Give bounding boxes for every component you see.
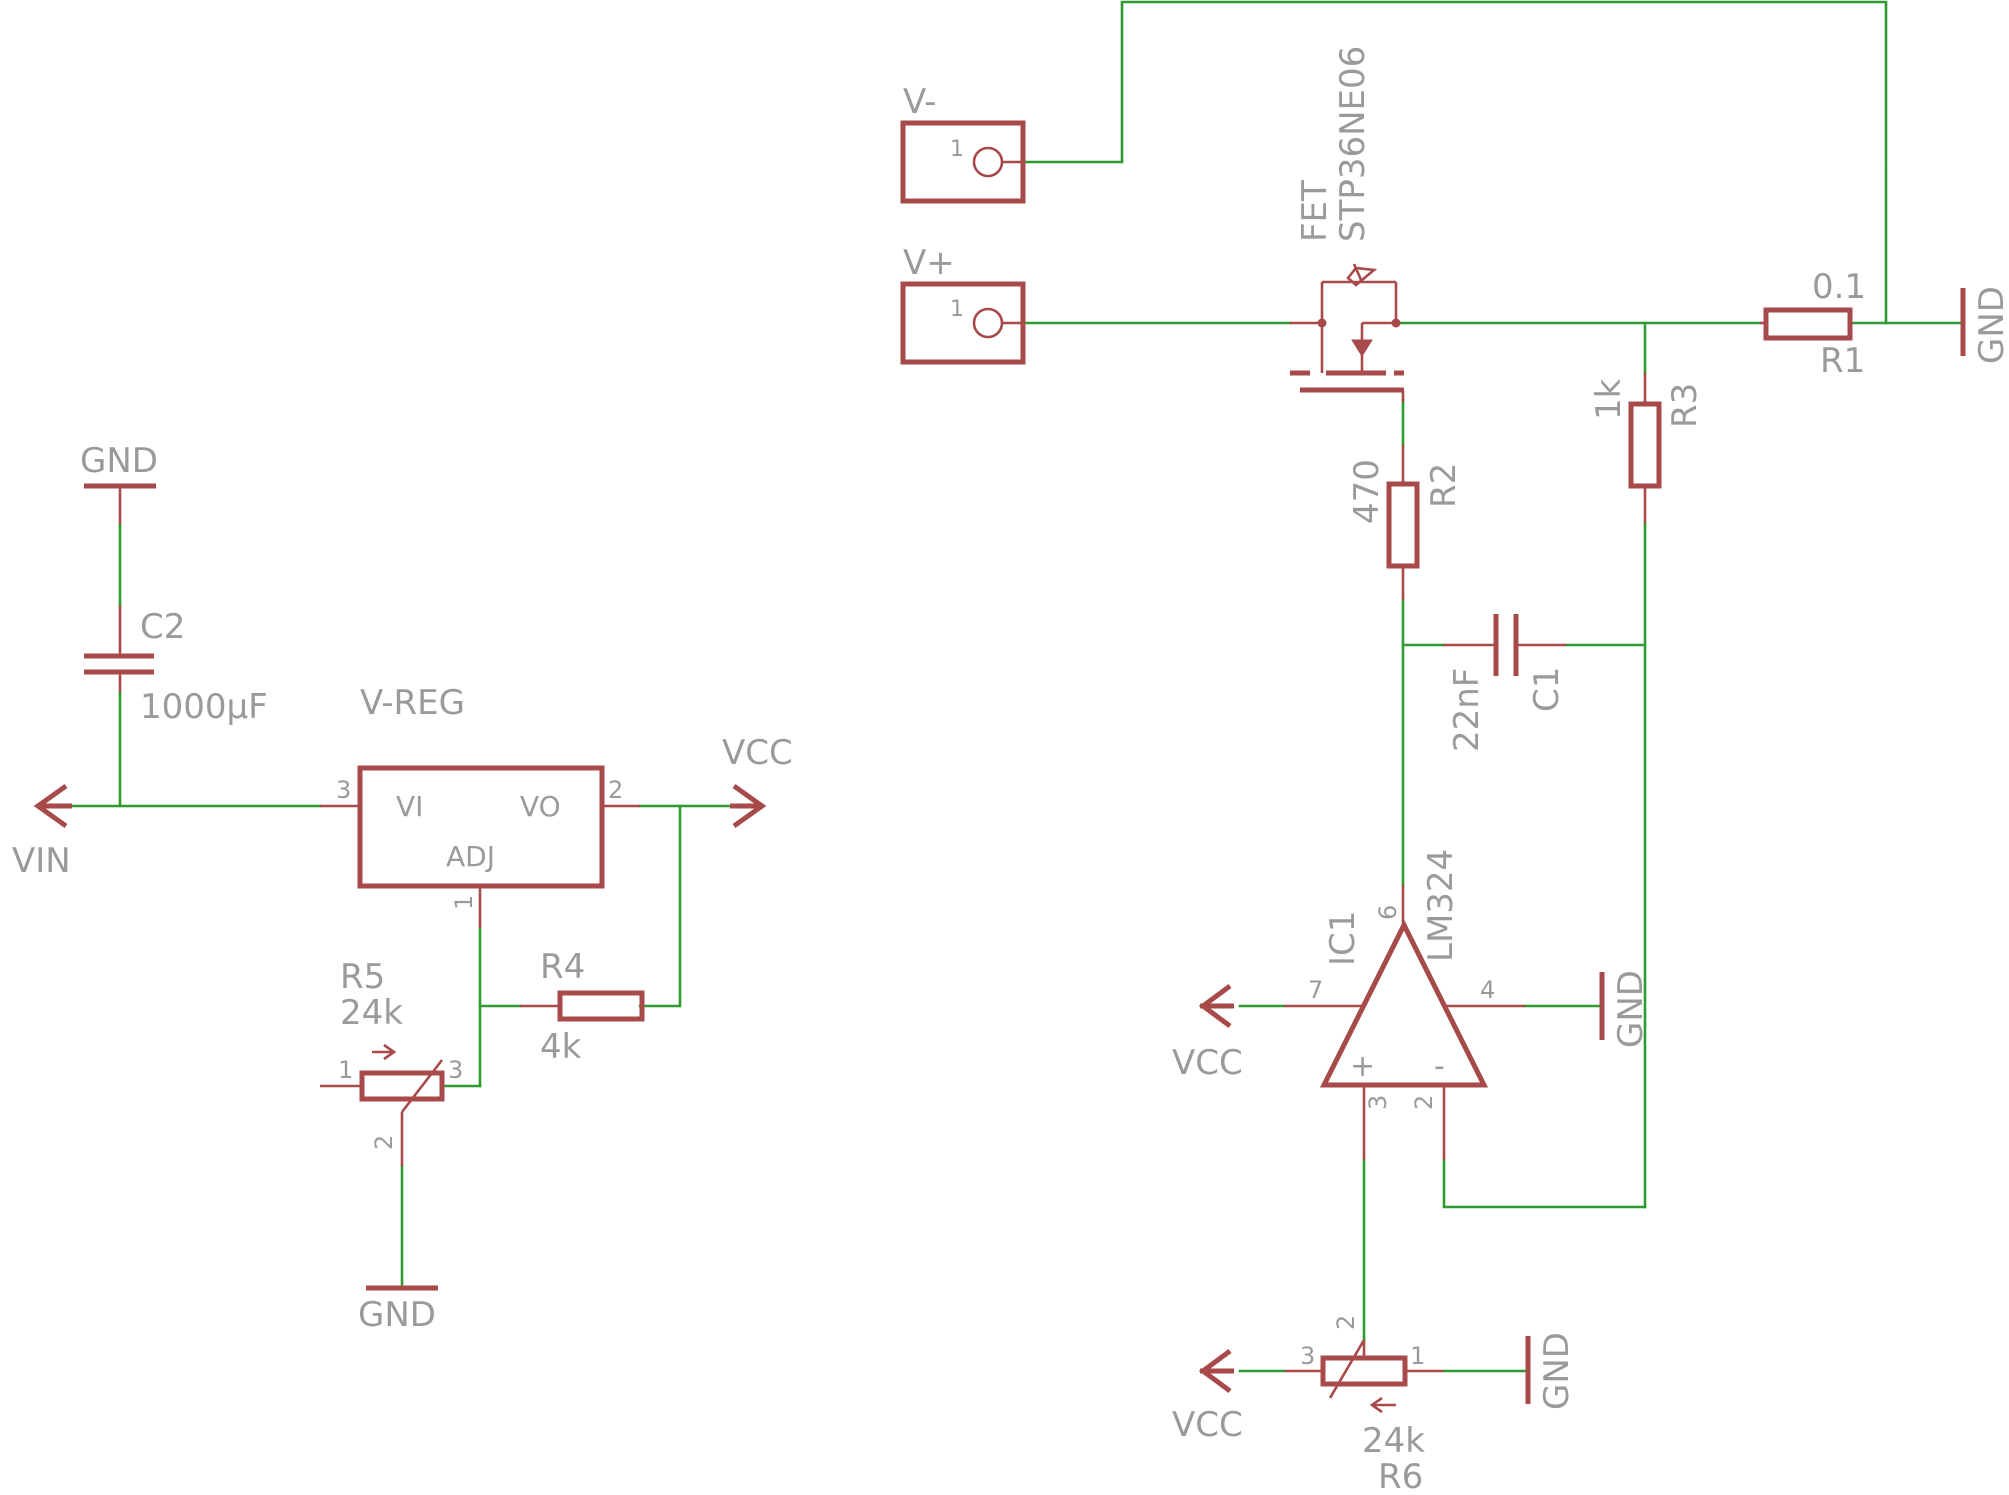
r3-name-label: R3 (1665, 383, 1705, 428)
r5-name-label: R5 (340, 957, 385, 997)
r2-name-label: R2 (1424, 463, 1464, 508)
r2-value-label: 470 (1347, 459, 1387, 524)
pin-3-label: 3 (336, 776, 351, 804)
pin-2-label: 2 (1332, 1315, 1360, 1330)
vcc-label: VCC (1172, 1043, 1243, 1083)
opamp-minus-label: - (1434, 1049, 1445, 1084)
vreg-vi-label: VI (396, 790, 423, 823)
pin-3-label: 3 (448, 1056, 463, 1084)
capacitor-c2: C2 1000µF (84, 606, 268, 727)
potentiometer-r6: 3 1 2 24k R6 (1285, 1315, 1443, 1495)
gnd-label: GND (1537, 1332, 1577, 1410)
pin-2-label: 2 (608, 776, 623, 804)
pin-3-label: 3 (1300, 1342, 1315, 1370)
pin-4-label: 4 (1480, 976, 1495, 1004)
gnd-label: GND (1972, 286, 2009, 364)
pin-1-label: 1 (338, 1056, 353, 1084)
vreg-adj-label: ADJ (446, 840, 495, 873)
pin-2-label: 2 (370, 1135, 398, 1150)
pin-7-label: 7 (1308, 976, 1323, 1004)
ic1-part-label: LM324 (1421, 849, 1461, 962)
fet-part-label: STP36NE06 (1333, 46, 1373, 242)
connector-vminus-label: V- (903, 82, 937, 122)
pin-label: 1 (950, 297, 964, 322)
gnd-symbol-opamp: GND (1599, 970, 1651, 1048)
vcc-symbol-r6: VCC (1172, 1348, 1243, 1445)
r3-value-label: 1k (1589, 378, 1629, 420)
vin-symbol: VIN (12, 783, 72, 881)
connector-vplus: 1 V+ (900, 243, 1026, 365)
pin-1-label: 1 (1410, 1342, 1425, 1370)
vcc-symbol-vreg: VCC (722, 733, 793, 829)
gnd-label: GND (80, 441, 158, 481)
fet-symbol: FET STP36NE06 (1290, 46, 1405, 402)
connector-vplus-label: V+ (903, 243, 955, 283)
pin-6-label: 6 (1374, 905, 1402, 920)
c1-value-label: 22nF (1447, 668, 1487, 752)
c2-name-label: C2 (140, 607, 185, 647)
r5-value-label: 24k (340, 993, 403, 1033)
r6-name-label: R6 (1378, 1457, 1423, 1495)
r1-name-label: R1 (1820, 341, 1865, 381)
r6-value-label: 24k (1362, 1421, 1425, 1461)
opamp-plus-label: + (1350, 1049, 1375, 1084)
gnd-symbol-c2: GND (80, 441, 158, 524)
c2-value-label: 1000µF (140, 687, 268, 727)
resistor-r4: R4 4k (520, 947, 645, 1067)
gnd-label: GND (358, 1295, 436, 1335)
voltage-regulator: V-REG VI VO ADJ 3 2 1 (320, 683, 640, 928)
pin-1-label: 1 (450, 895, 478, 910)
vcc-label: VCC (722, 733, 793, 773)
r4-name-label: R4 (540, 947, 585, 987)
potentiometer-r5: 1 3 2 R5 24k (320, 957, 463, 1166)
vreg-name-label: V-REG (360, 683, 465, 723)
gnd-label: GND (1611, 970, 1651, 1048)
pin-2-label: 2 (1410, 1095, 1438, 1110)
vreg-vo-label: VO (520, 790, 561, 823)
resistor-r3: 1k R3 (1589, 373, 1705, 523)
r4-value-label: 4k (540, 1027, 582, 1067)
pin-3-label: 3 (1364, 1095, 1392, 1110)
gnd-symbol-r5: GND (358, 1285, 438, 1335)
vin-label: VIN (12, 841, 71, 881)
r1-value-label: 0.1 (1812, 267, 1866, 307)
pin-label: 1 (950, 137, 964, 162)
opamp-ic1: + - 6 7 4 3 2 IC1 LM324 (1284, 849, 1525, 1160)
resistor-r1: 0.1 R1 (1760, 267, 1866, 381)
gnd-symbol-r1: GND (1960, 286, 2009, 364)
resistor-r2: 470 R2 (1347, 445, 1464, 600)
connector-vminus: 1 V- (900, 82, 1026, 204)
c1-name-label: C1 (1527, 667, 1567, 712)
vcc-label: VCC (1172, 1405, 1243, 1445)
vcc-symbol-opamp: VCC (1172, 983, 1243, 1083)
fet-name-label: FET (1295, 180, 1335, 242)
ic1-name-label: IC1 (1323, 911, 1363, 966)
gnd-symbol-r6: GND (1525, 1332, 1577, 1410)
capacitor-c1: 22nF C1 (1443, 614, 1567, 752)
wires (53, 0, 1965, 1373)
